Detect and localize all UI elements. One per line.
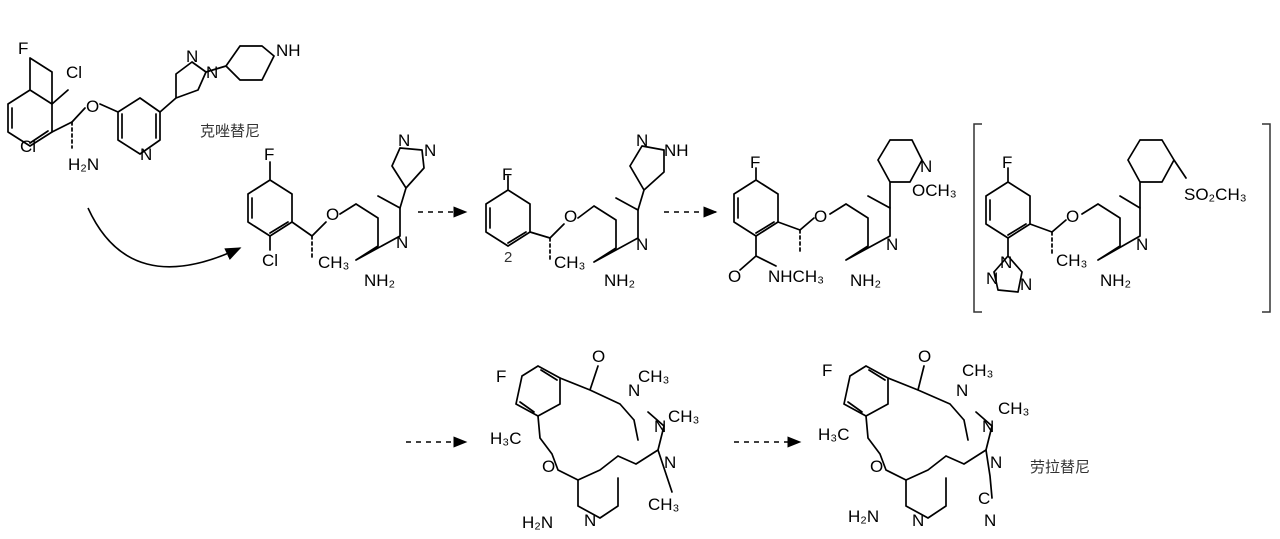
atom-nh2-compound-2: NH₂ — [604, 271, 635, 290]
atom-ch3-bracketed: CH₃ — [1056, 251, 1087, 270]
compound-name-lorlatinib: 劳拉替尼 — [1030, 459, 1090, 476]
atom-n-pyrazole-crizotinib-1: N — [186, 47, 198, 66]
atom-n-pyridine-compound-c: N — [886, 235, 898, 254]
atom-n-pyridine-lorlatinib: N — [912, 511, 924, 530]
atom-h2n-lorlatinib: H₂N — [848, 507, 879, 526]
atom-nh2-bracketed: NH₂ — [1100, 271, 1131, 290]
atom-cl-crizotinib-2: Cl — [20, 137, 36, 156]
atom-cl-crizotinib-1: Cl — [66, 63, 82, 82]
atom-o-compound-2: O — [564, 207, 577, 226]
compound-c-structure: F O NHCH₃ O NH₂ N N OCH₃ — [728, 139, 957, 290]
compound-2-structure: F 2 O CH₃ NH₂ N N NH — [485, 131, 689, 290]
atom-f-lorlatinib: F — [822, 361, 832, 380]
atom-n-pyridine-bracketed: N — [1136, 235, 1148, 254]
atom-n-pyrazole-compound-a-2: N — [424, 141, 436, 160]
bracketed-compound: F N N N O CH₃ NH₂ N SO₂CH₃ — [973, 123, 1271, 313]
bracket-left — [973, 123, 982, 313]
atom-f-compound-a: F — [264, 145, 274, 164]
atom-ch3-amide-lorlatinib: CH₃ — [962, 361, 993, 380]
atom-ch3-compound-a: CH₃ — [318, 253, 349, 272]
atom-f-crizotinib: F — [18, 39, 28, 58]
atom-n-triazole-2: N — [986, 269, 998, 288]
atom-n-amide-macro: N — [628, 381, 640, 400]
atom-ch3-pyrazole-lorlatinib: CH₃ — [998, 399, 1029, 418]
atom-h3c-macro: H₃C — [490, 429, 521, 448]
compound-name-crizotinib: 克唑替尼 — [200, 123, 260, 140]
atom-o-crizotinib: O — [86, 97, 99, 116]
atom-ch3-pyrazole-macro: CH₃ — [668, 407, 699, 426]
bracket-right — [1262, 123, 1271, 313]
atom-n-pyridine-macro: N — [584, 511, 596, 530]
atom-n-amide-lorlatinib: N — [956, 381, 968, 400]
atom-c-nitrile: C — [978, 489, 990, 508]
atom-och3-compound-c: OCH₃ — [912, 181, 957, 200]
atom-so2ch3: SO₂CH₃ — [1184, 185, 1247, 204]
atom-f-compound-c: F — [750, 153, 760, 172]
macrocycle-intermediate: O N CH₃ F H₃C O H₂N N N N CH₃ CH₃ — [490, 347, 699, 532]
atom-nh-piperidine: NH — [276, 41, 301, 60]
atom-n-methoxypyridine: N — [920, 157, 932, 176]
atom-n-pyridine-crizotinib: N — [140, 145, 152, 164]
atom-nh-pyrazole-compound-2: NH — [664, 141, 689, 160]
atom-n-pyrazole-lorlatinib-2: N — [990, 453, 1002, 472]
atom-f-bracketed: F — [1002, 153, 1012, 172]
atom-f-macro: F — [496, 367, 506, 386]
compound-a-structure: F Cl O CH₃ NH₂ N N N — [247, 131, 436, 290]
atom-o-bracketed: O — [1066, 207, 1079, 226]
atom-o-compound-a: O — [326, 205, 339, 224]
atom-f-compound-2: F — [502, 165, 512, 184]
atom-n-pyrazole-lorlatinib-1: N — [982, 417, 994, 436]
atom-n-pyrazole-compound-a-1: N — [398, 131, 410, 150]
atom-ch3-pyrazole-macro-2: CH₃ — [648, 495, 679, 514]
atom-ch3-amide-macro: CH₃ — [638, 367, 669, 386]
atom-n-pyrazole-macro-2: N — [664, 453, 676, 472]
lorlatinib-structure: O N CH₃ F H₃C O H₂N N N N CH₃ C N 劳拉替尼 — [818, 347, 1090, 530]
atom-o-ether-macro: O — [542, 457, 555, 476]
atom-h3c-lorlatinib: H₃C — [818, 425, 849, 444]
atom-n-pyridine-compound-a: N — [396, 233, 408, 252]
atom-n-triazole-1: N — [1000, 253, 1012, 272]
atom-h2n-macro: H₂N — [522, 513, 553, 532]
atom-nhch3-compound-c: NHCH₃ — [768, 267, 824, 286]
compound-number-2: 2 — [504, 249, 512, 266]
atom-nh2-compound-a: NH₂ — [364, 271, 395, 290]
atom-nh2-compound-c: NH₂ — [850, 271, 881, 290]
atom-n-pyrazole-macro-1: N — [654, 417, 666, 436]
atom-n-pyridine-compound-2: N — [636, 235, 648, 254]
atom-ch3-compound-2: CH₃ — [554, 253, 585, 272]
atom-o-ether-lorlatinib: O — [870, 457, 883, 476]
atom-cl-compound-a: Cl — [262, 251, 278, 270]
atom-o-amide-lorlatinib: O — [918, 347, 931, 366]
atom-o-compound-c: O — [814, 207, 827, 226]
atom-n-pyrazole-compound-2: N — [636, 131, 648, 150]
atom-n-nitrile: N — [984, 511, 996, 530]
crizotinib-structure: F Cl Cl O H₂N N N N NH 克唑替尼 — [7, 39, 301, 174]
atom-n-pyrazole-crizotinib-2: N — [206, 63, 218, 82]
atom-o-amide-compound-c: O — [728, 267, 741, 286]
curved-arrow — [87, 207, 242, 268]
atom-n-triazole-3: N — [1020, 275, 1032, 294]
atom-h2n-crizotinib: H₂N — [68, 155, 99, 174]
atom-o-amide-macro: O — [592, 347, 605, 366]
